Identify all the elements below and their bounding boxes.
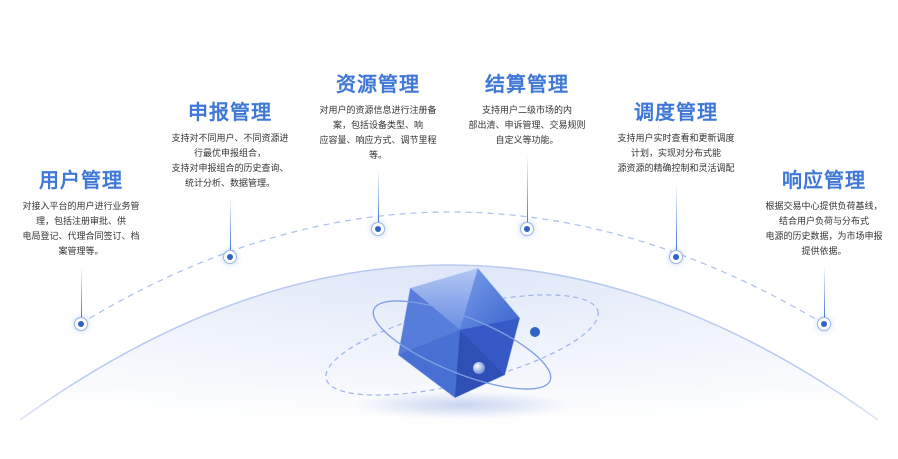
feature-resource: 资源管理对用户的资源信息进行注册备 案，包括设备类型、响 应容量、响应方式、调节… <box>298 72 458 164</box>
orbit-ball-light <box>473 362 485 374</box>
feature-dispatch: 调度管理支持用户实时查看和更新调度 计划，实现对分布式能 源资源的精确控制和灵活… <box>596 100 756 177</box>
feature-description: 支持对不同用户、不同资源进 行最优申报组合， 支持对申报组合的历史查询、 统计分… <box>171 134 289 189</box>
connector-line <box>81 266 82 317</box>
feature-response: 响应管理根据交易中心提供负荷基线， 结合用户负荷与分布式 电源的历史数据，为市场… <box>744 168 898 260</box>
connector-line <box>824 266 825 317</box>
timeline-node-user <box>74 317 88 331</box>
dome-edge <box>19 264 879 421</box>
timeline-node-response <box>817 317 831 331</box>
feature-report: 申报管理支持对不同用户、不同资源进 行最优申报组合， 支持对申报组合的历史查询、… <box>150 100 310 192</box>
timeline-node-resource <box>371 222 385 236</box>
timeline-node-dispatch <box>669 250 683 264</box>
feature-description: 对接入平台的用户进行业务管 理，包括注册审批、供 电局登记、代理合同签订、档 案… <box>22 202 140 257</box>
connector-line <box>230 198 231 250</box>
timeline-arc <box>79 211 825 325</box>
orbit-ball-dark <box>530 327 540 337</box>
feature-title: 调度管理 <box>634 100 718 124</box>
feature-settlement: 结算管理支持用户二级市场的内 部出清、申诉管理、交易规则 自定义等功能。 <box>447 72 607 149</box>
connector-line <box>378 170 379 222</box>
feature-description: 支持用户二级市场的内 部出清、申诉管理、交易规则 自定义等功能。 <box>468 106 586 146</box>
connector-line <box>676 183 677 250</box>
feature-title: 响应管理 <box>782 168 866 192</box>
feature-title: 申报管理 <box>188 100 272 124</box>
feature-title: 资源管理 <box>336 72 420 96</box>
feature-description: 根据交易中心提供负荷基线， 结合用户负荷与分布式 电源的历史数据，为市场申报 提… <box>765 202 883 257</box>
feature-title: 用户管理 <box>39 168 123 192</box>
feature-title: 结算管理 <box>485 72 569 96</box>
connector-line <box>527 155 528 222</box>
gem-shadow <box>352 391 572 419</box>
timeline-node-settlement <box>520 222 534 236</box>
timeline-node-report <box>223 250 237 264</box>
orbit-front <box>372 300 552 390</box>
feature-description: 支持用户实时查看和更新调度 计划，实现对分布式能 源资源的精确控制和灵活调配 <box>617 134 735 174</box>
feature-description: 对用户的资源信息进行注册备 案，包括设备类型、响 应容量、响应方式、调节里程 等… <box>319 106 437 161</box>
feature-user: 用户管理对接入平台的用户进行业务管 理，包括注册审批、供 电局登记、代理合同签订… <box>1 168 161 260</box>
